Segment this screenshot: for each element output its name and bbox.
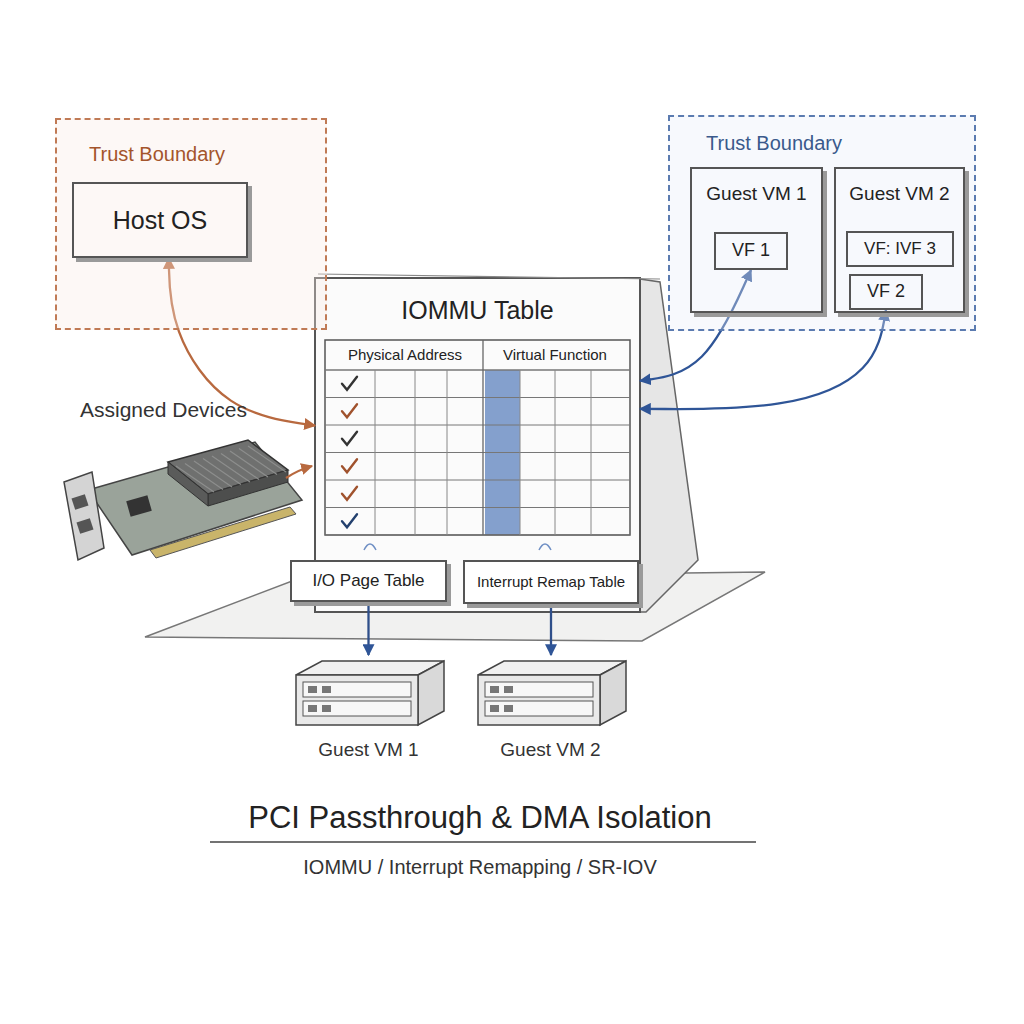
column-header: Physical Address [330,340,480,370]
server-front [478,675,600,725]
diagram-title: PCI Passthrough & DMA Isolation [0,800,960,836]
node-label: Trust Boundary [89,142,225,166]
drive-led [490,686,499,693]
check-mark [342,459,357,472]
check-mark [342,487,357,500]
trust-boundary: Trust BoundaryGuest VM 1 VF 1 Guest VM 2 VF… [668,115,976,331]
check-mark [342,432,357,445]
drive-led [504,686,513,693]
board-top-edge [318,274,660,279]
drive-led [308,705,317,712]
server-side [600,661,626,725]
grid-column-line [415,370,416,535]
drive-bay [485,701,593,716]
drive-bay [303,682,411,697]
check-mark [342,404,357,417]
guest-vm-server: Guest VM 2 [468,655,633,767]
grid-row-line [325,507,630,508]
interrupt-remap-box: Interrupt Remap Table [463,560,639,604]
part-label: Assigned Devices [80,398,247,422]
grid-row-line [325,535,630,536]
grid-row-line [325,452,630,453]
node-label: VF: IVF 3 [864,239,936,259]
grid-row-line [325,369,630,371]
check-mark [342,514,357,527]
device-arrow [286,466,312,478]
nic-chip [126,495,152,516]
grid-frame [325,340,630,535]
drive-led [490,705,499,712]
grid-column-line [591,370,592,535]
grid-column-line [375,370,376,535]
nic-edge-contacts [150,507,296,558]
heatsink-fin [248,446,286,472]
nic-port [76,518,93,534]
node-label: VF 2 [867,281,905,303]
grid-column-line [482,340,483,535]
node-label: Guest VM 2 [849,183,949,206]
node-label: VF 1 [732,240,770,262]
drive-led [308,686,317,693]
virtual-function-box: VF 1 [714,232,788,270]
check-mark [342,377,357,390]
heatsink-fins [176,446,286,492]
server-icon [468,655,633,731]
guest-vm-box: Guest VM 1 VF 1 [690,167,823,313]
server-icon [286,655,451,731]
nic-card [64,440,302,560]
guest-vm-box: Guest VM 2 VF: IVF 3 VF 2 [834,167,965,313]
host-os-box: Host OS [72,182,248,258]
trust-boundary: Trust BoundaryHost OS [55,118,327,330]
grid-row-line [325,480,630,481]
virtual-function-box: VF 2 [849,274,923,310]
sketch-caret [364,544,376,550]
node-label: Guest VM 2 [500,739,600,762]
node-label: Guest VM 1 [706,183,806,206]
server-side [418,661,444,725]
grid-column-line [520,370,521,535]
grid-column-line [555,370,556,535]
drive-led [322,705,331,712]
node-label: Interrupt Remap Table [477,573,625,591]
diagram-caption: IOMMU / Interrupt Remapping / SR-IOV [0,856,960,879]
node-label: Host OS [113,205,207,235]
connector-arrow [550,604,552,655]
nic-bracket [64,472,104,560]
column-header: Virtual Function [485,340,625,370]
guest-vm-server: Guest VM 1 [286,655,451,767]
io-page-table-box: I/O Page Table [290,560,447,602]
virtual-function-box: VF: IVF 3 [846,231,954,267]
server-front [296,675,418,725]
node-label: Trust Boundary [706,131,842,155]
node-label: I/O Page Table [312,571,424,591]
iommu-table: IOMMU TablePhysical AddressVirtual Funct… [315,280,640,560]
drive-led [504,705,513,712]
drive-led [322,686,331,693]
nic-port [71,494,88,510]
node-label: Guest VM 1 [318,739,418,762]
sketch-caret [539,544,551,550]
title-underline [210,841,756,843]
drive-bay [303,701,411,716]
connector-arrow [367,602,369,655]
table-title: IOMMU Table [315,280,640,326]
grid-column-line [447,370,448,535]
grid-row-line [325,397,630,398]
grid-row-line [325,425,630,426]
drive-bay [485,682,593,697]
